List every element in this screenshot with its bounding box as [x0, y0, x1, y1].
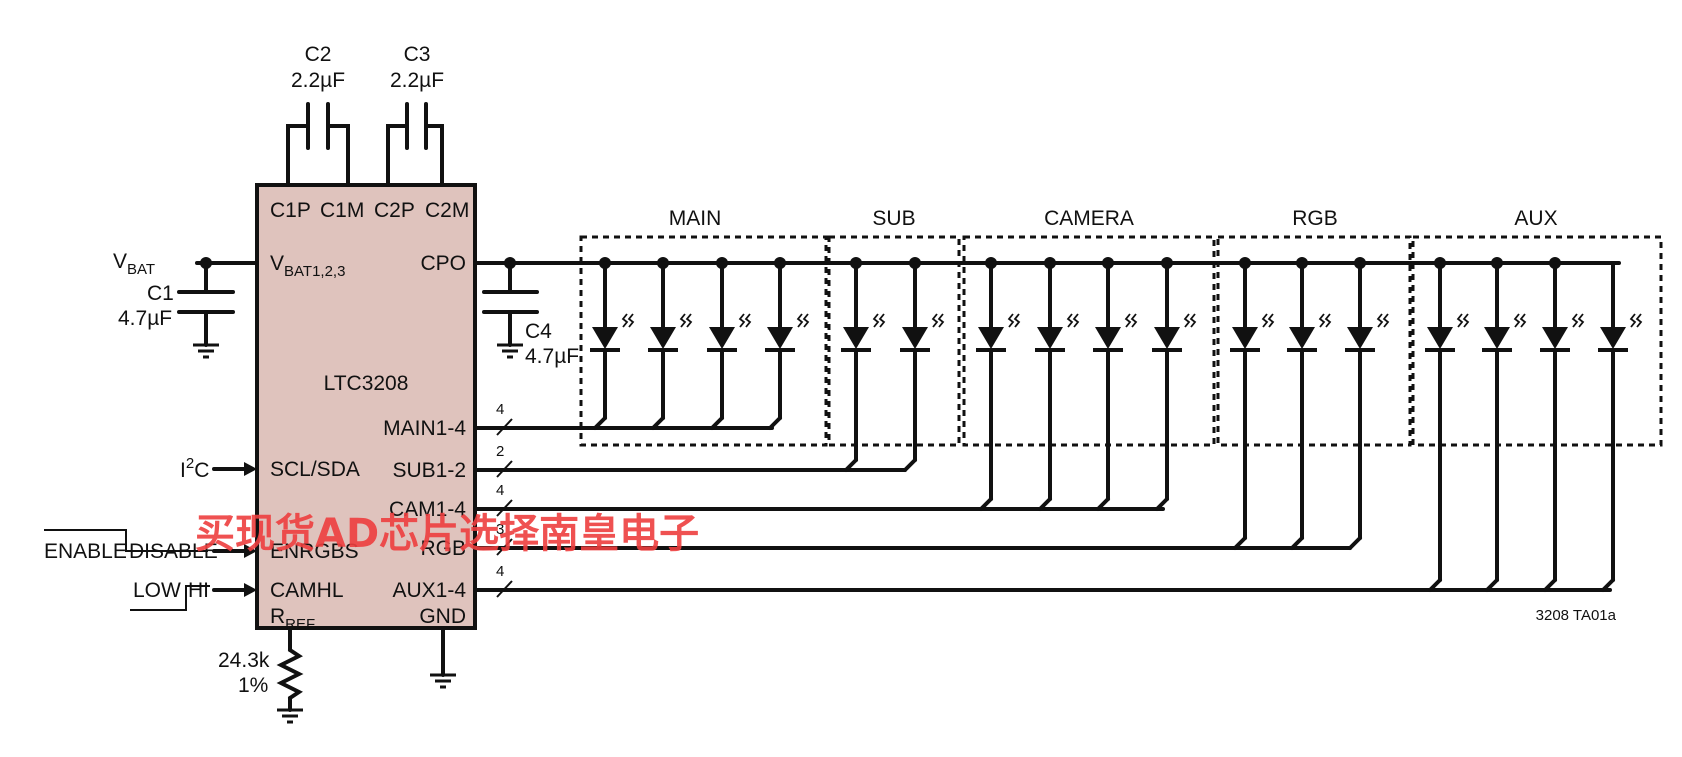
group-label-sub: SUB	[872, 207, 915, 230]
hi-label: HI	[188, 579, 209, 602]
led-bus-lines	[473, 426, 1612, 592]
group-label-aux: AUX	[1514, 207, 1557, 230]
pin-enrgbs: ENRGBS	[270, 540, 359, 563]
watermark: 买现货AD芯片选择南皇电子	[195, 511, 699, 557]
capacitor-c2	[286, 102, 350, 187]
led-icon	[1343, 312, 1390, 352]
led-bus-tap	[1038, 497, 1052, 511]
led-bus-tap	[593, 416, 607, 430]
led-bus-tap	[1155, 497, 1169, 511]
pin-c2m: C2M	[425, 199, 469, 222]
chip-name: LTC3208	[324, 372, 409, 395]
pin-rref: RREF	[270, 605, 315, 633]
pin-cam: CAM1-4	[389, 498, 466, 521]
bus-count-rgb: 3	[496, 521, 504, 538]
disable-label: DISABLE	[129, 540, 218, 563]
pin-scl-sda: SCL/SDA	[270, 458, 360, 481]
bus-count-sub: 2	[496, 443, 504, 460]
ltc3208-chip	[255, 183, 477, 630]
c3-label: C3	[404, 43, 431, 66]
led-bus-tap	[1290, 536, 1304, 550]
led-bus-tap	[1428, 578, 1442, 592]
bus-count-cam: 4	[496, 482, 504, 499]
pin-c1p: C1P	[270, 199, 311, 222]
led-bus-tap	[710, 416, 724, 430]
led-bus-tap	[1601, 578, 1615, 592]
pin-main: MAIN1-4	[383, 417, 466, 440]
group-label-main: MAIN	[669, 207, 722, 230]
i2c-input-label: I2C	[180, 455, 209, 482]
led-bus-tap	[979, 497, 993, 511]
led-icon	[763, 312, 810, 352]
led-bus-tap	[844, 458, 858, 472]
rref-tolerance: 1%	[238, 674, 268, 697]
vbat-input-label: VBAT	[113, 250, 155, 278]
logic-waveforms	[44, 529, 210, 611]
chip-gnd	[428, 626, 458, 689]
enable-label: ENABLE	[44, 540, 127, 563]
group-boxes	[579, 235, 1663, 447]
led-icon	[646, 312, 693, 352]
led-icon	[1538, 312, 1585, 352]
figure-id: 3208 TA01a	[1536, 607, 1617, 624]
low-label: LOW	[133, 579, 181, 602]
group-label-rgb: RGB	[1292, 207, 1338, 230]
c2-value: 2.2µF	[291, 69, 345, 92]
c2-label: C2	[305, 43, 332, 66]
led-icon	[588, 312, 635, 352]
capacitor-c3	[386, 102, 444, 187]
rref-value: 24.3k	[218, 649, 270, 672]
c4-label: C4	[525, 320, 552, 343]
c1-label: C1	[147, 282, 174, 305]
pin-cpo: CPO	[420, 252, 466, 275]
pin-c1m: C1M	[320, 199, 364, 222]
led-icon	[974, 312, 1021, 352]
led-bus-tap	[1096, 497, 1110, 511]
pin-aux: AUX1-4	[392, 579, 466, 602]
pin-gnd: GND	[419, 605, 466, 628]
led-bus-tap	[651, 416, 665, 430]
led-array	[588, 257, 1643, 592]
bus-count-aux: 4	[496, 563, 504, 580]
led-bus-tap	[1485, 578, 1499, 592]
led-bus-tap	[1233, 536, 1247, 550]
input-arrows	[212, 462, 257, 597]
led-icon	[1150, 312, 1197, 352]
led-icon	[1596, 312, 1643, 352]
pin-c2p: C2P	[374, 199, 415, 222]
c3-value: 2.2µF	[390, 69, 444, 92]
led-icon	[1091, 312, 1138, 352]
vbat-net	[177, 257, 259, 359]
pin-rgb: RGB	[420, 537, 466, 560]
led-icon	[1033, 312, 1080, 352]
pin-sub: SUB1-2	[392, 459, 466, 482]
led-icon	[1480, 312, 1527, 352]
led-icon	[898, 312, 945, 352]
led-bus-tap	[903, 458, 917, 472]
pin-camhl: CAMHL	[270, 579, 344, 602]
led-icon	[1228, 312, 1275, 352]
bus-slash-marks	[496, 418, 513, 598]
led-icon	[1423, 312, 1470, 352]
led-bus-tap	[768, 416, 782, 430]
led-bus-tap	[1348, 536, 1362, 550]
led-icon	[705, 312, 752, 352]
bus-count-main: 4	[496, 401, 504, 418]
c1-value: 4.7µF	[118, 307, 172, 330]
led-icon	[1285, 312, 1332, 352]
pin-vbat: VBAT1,2,3	[270, 252, 345, 280]
c4-value: 4.7µF	[525, 345, 579, 368]
rref-resistor	[275, 626, 305, 724]
led-bus-tap	[1543, 578, 1557, 592]
group-label-camera: CAMERA	[1044, 207, 1134, 230]
led-icon	[839, 312, 886, 352]
